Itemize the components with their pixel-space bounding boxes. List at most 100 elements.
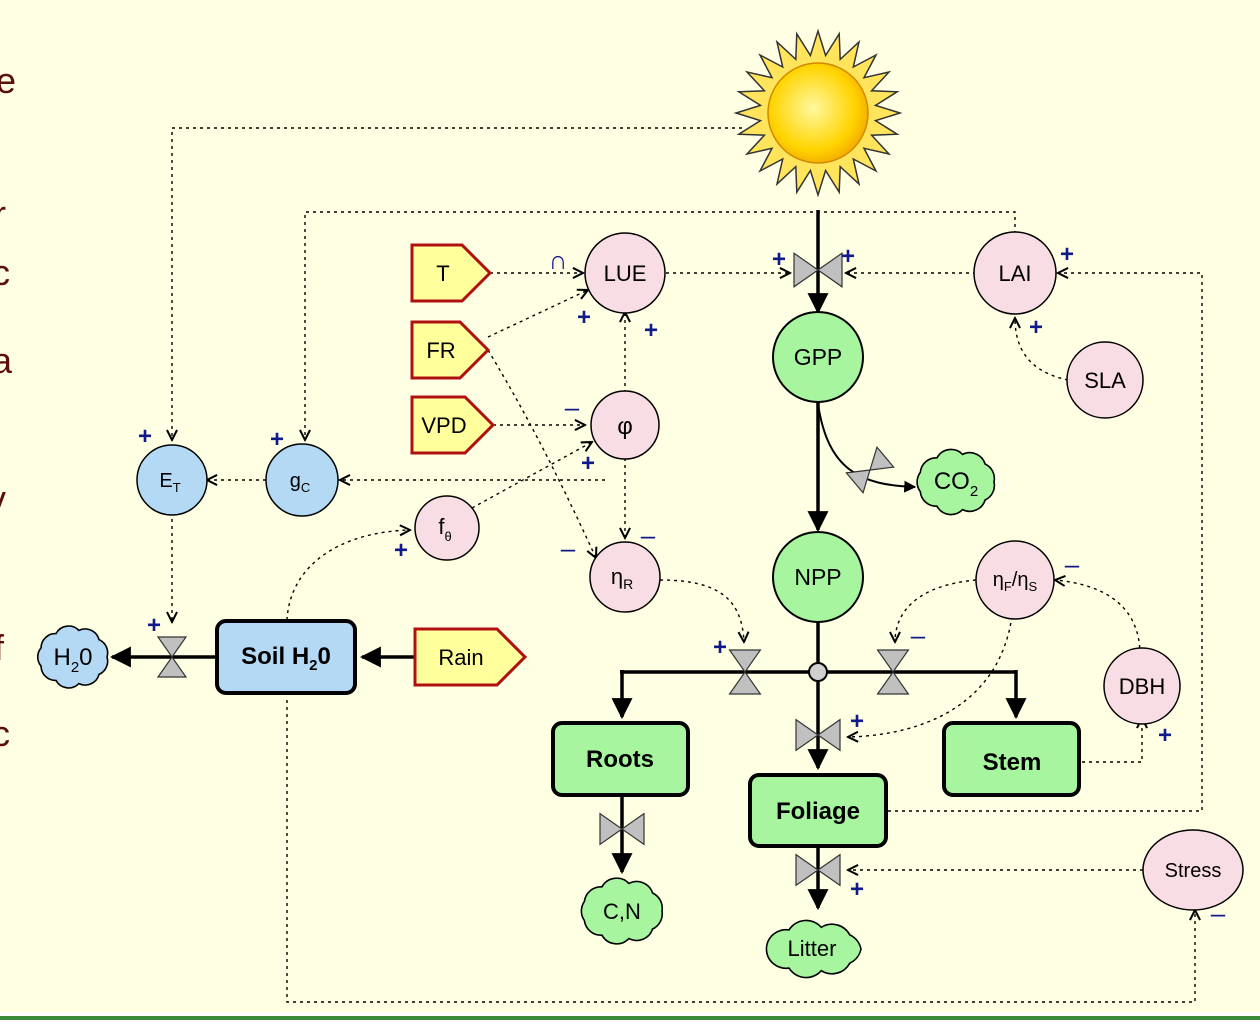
valve-icon bbox=[845, 445, 895, 495]
foliage-stock bbox=[748, 773, 888, 848]
link-fr-etar bbox=[487, 349, 596, 558]
gc-node bbox=[265, 443, 339, 517]
cut-off-text: c bbox=[0, 252, 10, 293]
clouds bbox=[37, 448, 996, 979]
plus-sign: + bbox=[1029, 314, 1043, 341]
input-fr-shape bbox=[410, 320, 491, 380]
stress-node bbox=[1142, 829, 1244, 911]
co2-label: CO2 bbox=[934, 468, 978, 500]
valves bbox=[156, 252, 910, 887]
input-vpd-label: VPD bbox=[421, 413, 466, 438]
roots-stock bbox=[551, 721, 690, 797]
material-flows bbox=[109, 210, 1027, 911]
valve-icon bbox=[156, 636, 188, 678]
lai-node bbox=[973, 231, 1057, 315]
sla-label: SLA bbox=[1084, 368, 1126, 393]
plus-sign: + bbox=[138, 423, 152, 450]
stress-label: Stress bbox=[1165, 860, 1222, 882]
phi-label: φ bbox=[617, 413, 633, 440]
input-shapes bbox=[410, 243, 528, 687]
stem-label: Stem bbox=[983, 749, 1042, 776]
valve-icon bbox=[876, 649, 910, 695]
minus-sign: – bbox=[561, 533, 576, 563]
info-links bbox=[172, 127, 1203, 1003]
input-vpd-shape bbox=[410, 395, 496, 455]
lue-node bbox=[584, 232, 666, 314]
soil-h2o-stock bbox=[215, 619, 357, 695]
f-theta-label: fθ bbox=[438, 514, 451, 544]
plus-sign: + bbox=[713, 634, 727, 661]
plus-sign: + bbox=[850, 708, 864, 735]
input-fr-label: FR bbox=[426, 338, 455, 363]
sun-disc bbox=[767, 62, 869, 164]
lai-label: LAI bbox=[998, 261, 1031, 286]
minus-sign: – bbox=[1211, 898, 1226, 928]
et-node bbox=[136, 444, 208, 516]
plus-sign: + bbox=[841, 243, 855, 270]
co2-cloud-icon bbox=[916, 448, 996, 516]
litter-cloud-icon bbox=[765, 919, 862, 979]
valve-icon bbox=[795, 718, 841, 752]
plus-sign: + bbox=[1060, 241, 1074, 268]
sla-node bbox=[1066, 341, 1144, 419]
cn-cloud-icon bbox=[580, 877, 664, 945]
link-foliage-lai bbox=[888, 273, 1203, 812]
minus-sign: – bbox=[641, 520, 656, 550]
cut-off-text: r bbox=[0, 193, 6, 235]
link-etafs-foliagevalve bbox=[848, 615, 1013, 737]
gpp-node bbox=[772, 311, 864, 403]
stem-stock bbox=[942, 721, 1081, 797]
eta-fs-node bbox=[975, 540, 1055, 620]
link-soil-stress bbox=[286, 700, 1195, 1003]
h2o-label: H20 bbox=[53, 644, 92, 676]
minus-sign: – bbox=[565, 392, 580, 422]
cut-off-text: f bbox=[0, 627, 4, 669]
bottom-rule bbox=[0, 1016, 1260, 1020]
minus-sign: – bbox=[911, 620, 926, 650]
cut-off-text: a bbox=[0, 340, 13, 381]
sun-icon bbox=[733, 28, 903, 198]
flow-gpp-co2 bbox=[817, 403, 917, 493]
eta-r-node bbox=[589, 541, 661, 613]
eta-fs-label: ηF/ηS bbox=[993, 569, 1038, 594]
input-labels: T FR VPD Rain bbox=[421, 261, 483, 670]
f-theta-node bbox=[414, 495, 480, 561]
et-label: ET bbox=[159, 470, 180, 495]
link-sun-et bbox=[172, 127, 742, 440]
cap-sign: ∩ bbox=[549, 245, 568, 275]
cn-label: C,N bbox=[603, 899, 641, 924]
foliage-label: Foliage bbox=[776, 798, 860, 825]
cut-off-text: v bbox=[0, 478, 6, 520]
phi-node bbox=[590, 390, 660, 460]
link-fr-lue bbox=[487, 290, 588, 338]
dbh-label: DBH bbox=[1119, 674, 1165, 699]
plus-sign: + bbox=[1158, 722, 1172, 749]
input-rain-shape bbox=[413, 627, 528, 687]
link-dbh-etafs bbox=[1055, 580, 1141, 656]
roots-label: Roots bbox=[586, 746, 654, 773]
link-etar-valve bbox=[659, 579, 744, 642]
valve-icon bbox=[599, 812, 645, 846]
stocks bbox=[215, 619, 1081, 848]
gpp-label: GPP bbox=[794, 344, 843, 370]
input-rain-label: Rain bbox=[438, 645, 483, 670]
npp-label: NPP bbox=[794, 564, 841, 590]
litter-label: Litter bbox=[788, 936, 837, 961]
cut-off-text: i bbox=[0, 755, 2, 797]
plus-sign: + bbox=[270, 426, 284, 453]
input-t-shape bbox=[410, 243, 493, 303]
cut-off-text: e bbox=[0, 60, 17, 101]
minus-labels: – – – – – – bbox=[561, 392, 1226, 928]
link-soil-ftheta bbox=[286, 530, 410, 621]
link-etafs-stemvalve bbox=[895, 579, 977, 642]
minus-sign: – bbox=[1065, 549, 1080, 579]
dbh-node bbox=[1103, 647, 1181, 725]
plus-sign: + bbox=[147, 612, 161, 639]
plus-sign: + bbox=[644, 317, 658, 344]
pink-nodes bbox=[414, 231, 1244, 911]
plus-sign: + bbox=[577, 304, 591, 331]
plus-sign: + bbox=[581, 450, 595, 477]
